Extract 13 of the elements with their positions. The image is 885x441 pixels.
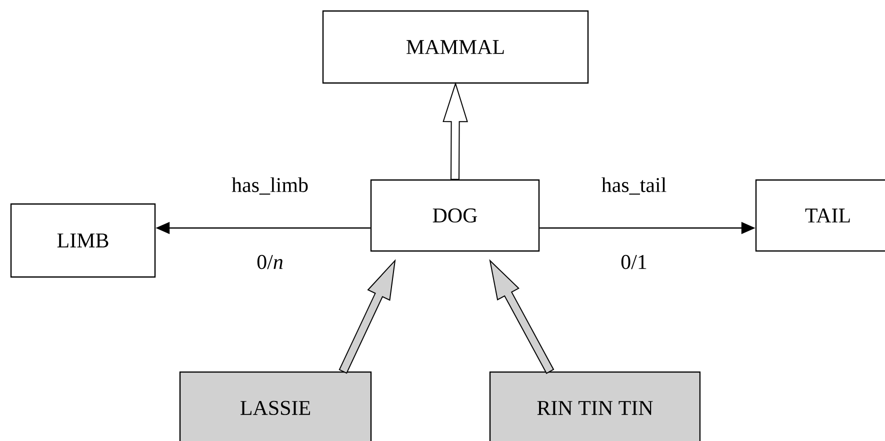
entity-box: LIMB bbox=[10, 203, 156, 278]
inheritance-arrow bbox=[442, 82, 468, 180]
edge-label: has_limb bbox=[230, 176, 310, 196]
instance-box: RIN TIN TIN bbox=[489, 371, 701, 441]
cardinality-label: 0/n bbox=[256, 254, 284, 270]
edge-label: has_tail bbox=[600, 176, 668, 196]
entity-box: TAIL bbox=[755, 179, 885, 252]
instance-box: LASSIE bbox=[179, 371, 372, 441]
inheritance-arrow bbox=[338, 259, 396, 374]
entity-box: MAMMAL bbox=[322, 10, 589, 84]
inheritance-arrow bbox=[489, 259, 554, 374]
cardinality-label: 0/1 bbox=[620, 254, 648, 270]
entity-box: DOG bbox=[370, 179, 540, 252]
